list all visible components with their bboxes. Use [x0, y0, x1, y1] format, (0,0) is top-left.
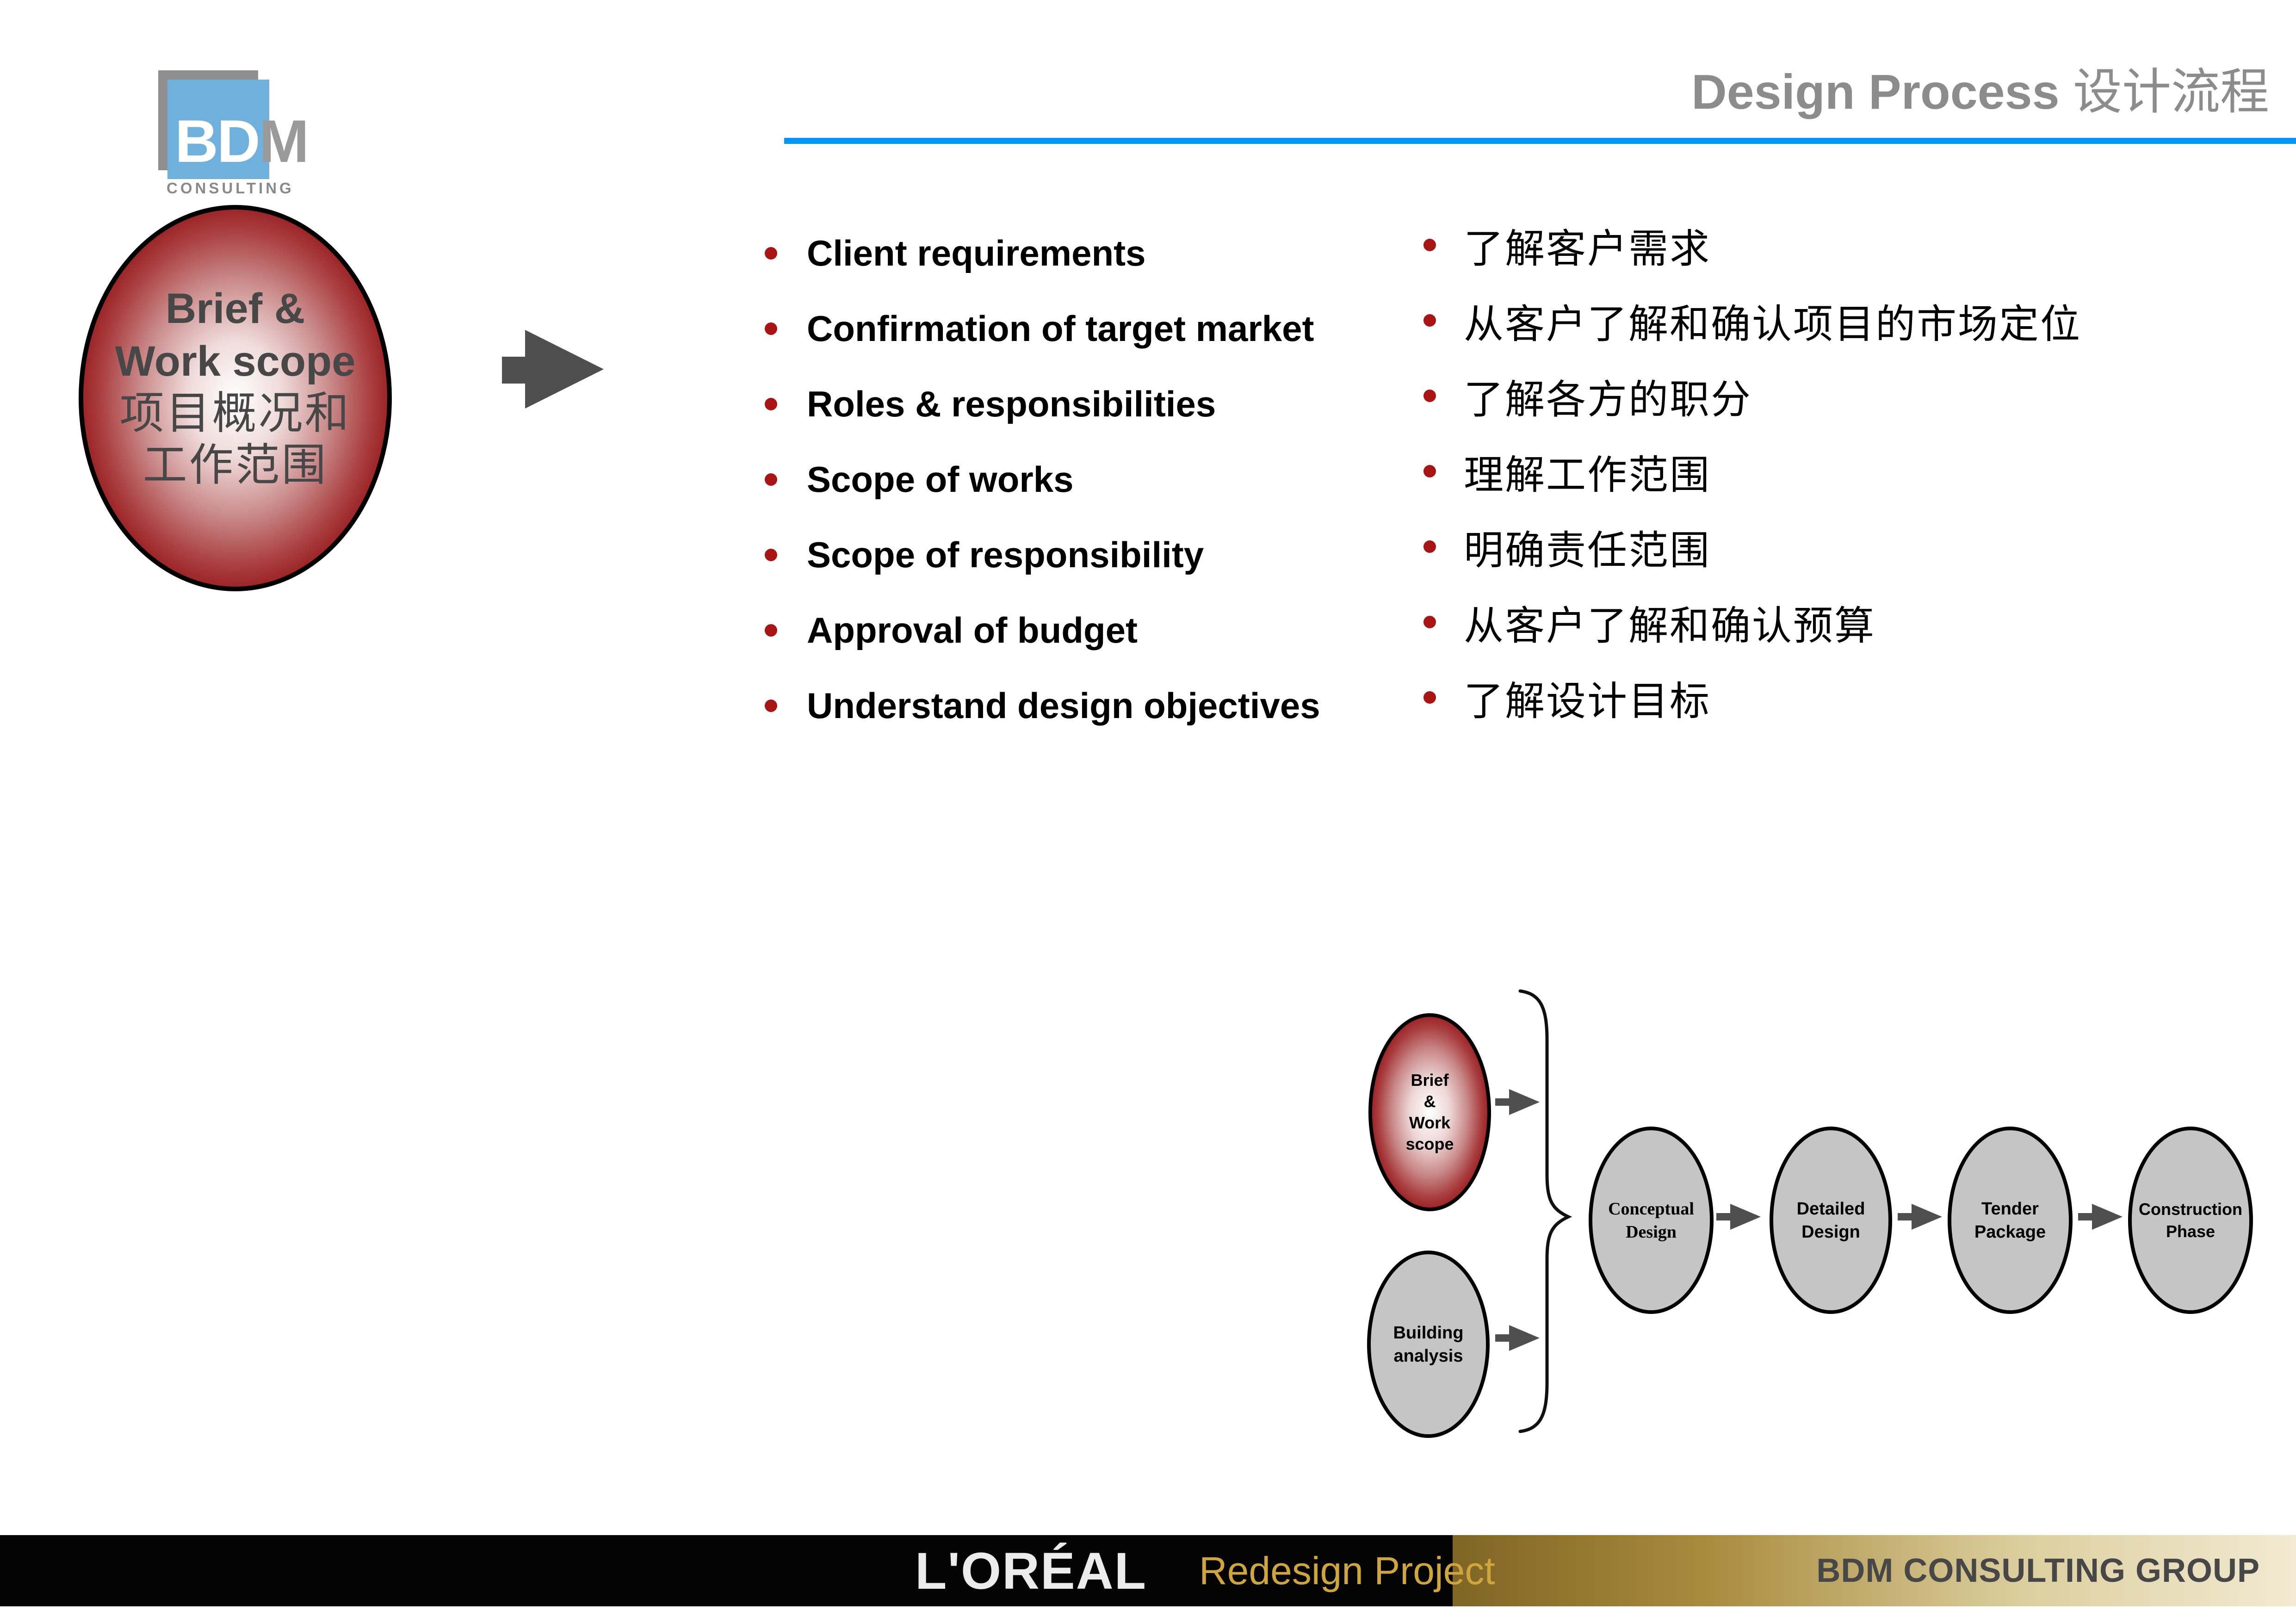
bullet-dot-icon — [1423, 390, 1436, 402]
bullet-dot-icon — [765, 549, 777, 561]
bullet-list-zh: 了解客户需求 从客户了解和确认项目的市场定位 了解各方的职分 理解工作范围 明确… — [1423, 207, 2081, 735]
flow-arrow-icon — [1716, 1204, 1761, 1230]
bullet-item: Roles & responsibilities — [765, 366, 1320, 442]
footer-black-bar — [0, 1535, 1453, 1606]
bullet-text: 了解客户需求 — [1464, 227, 1711, 271]
bullet-dot-icon — [1423, 314, 1436, 327]
bullet-dot-icon — [1423, 616, 1436, 628]
logo-bd-text: BD — [175, 107, 260, 175]
bullet-item: 理解工作范围 — [1423, 434, 2081, 509]
bullet-text: Roles & responsibilities — [807, 384, 1216, 424]
flow-arrow-icon — [2078, 1204, 2123, 1230]
brief-ellipse-line1: Brief & — [165, 285, 305, 332]
flow-arrow-icon — [1495, 1325, 1540, 1351]
bullet-dot-icon — [765, 398, 777, 410]
footer-brand-logo: L'ORÉAL — [915, 1542, 1147, 1600]
curly-brace-icon — [1518, 989, 1572, 1433]
bullet-item: 了解客户需求 — [1423, 207, 2081, 283]
bullet-dot-icon — [1423, 540, 1436, 553]
bullet-text: Understand design objectives — [807, 685, 1320, 726]
bullet-item: 从客户了解和确认项目的市场定位 — [1423, 283, 2081, 358]
bullet-item: 了解各方的职分 — [1423, 358, 2081, 434]
brief-ellipse-line3: 项目概况和 — [119, 388, 351, 438]
bullet-item: Scope of responsibility — [765, 517, 1320, 593]
bullet-item: 明确责任范围 — [1423, 509, 2081, 584]
brief-ellipse-line4: 工作范围 — [142, 440, 328, 490]
footer-company-name: BDM CONSULTING GROUP — [1816, 1552, 2260, 1589]
bullet-dot-icon — [1423, 691, 1436, 704]
bullet-text: Scope of responsibility — [807, 534, 1204, 575]
flow-node-conceptual-design: Conceptual Design — [1589, 1127, 1714, 1314]
flow-arrow-icon — [1898, 1204, 1942, 1230]
bullet-text: 从客户了解和确认预算 — [1464, 604, 1875, 648]
bullet-item: 了解设计目标 — [1423, 660, 2081, 735]
footer-project-label: Redesign Project — [1199, 1549, 1495, 1592]
logo-wordmark: BDM — [175, 111, 309, 171]
page-title-zh: 设计流程 — [2073, 65, 2269, 119]
bullet-text: Scope of works — [807, 459, 1074, 500]
brief-ellipse-line2: Work scope — [115, 337, 356, 385]
brief-workscope-ellipse: Brief & Work scope 项目概况和 工作范围 — [79, 205, 392, 591]
bullet-dot-icon — [765, 247, 777, 260]
bullet-dot-icon — [765, 473, 777, 486]
bullet-item: Approval of budget — [765, 593, 1320, 668]
logo-subtitle: CONSULTING — [167, 180, 294, 197]
bullet-item: Client requirements — [765, 216, 1320, 291]
title-underline — [784, 138, 2296, 144]
bullet-text: 理解工作范围 — [1464, 453, 1711, 497]
bullet-dot-icon — [765, 322, 777, 335]
bullet-text: Client requirements — [807, 233, 1146, 273]
bullet-list-en: Client requirements Confirmation of targ… — [765, 216, 1320, 743]
flow-node-tender-package: Tender Package — [1948, 1127, 2073, 1314]
bullet-text: 了解各方的职分 — [1464, 378, 1752, 422]
bullet-item: 从客户了解和确认预算 — [1423, 584, 2081, 660]
bullet-dot-icon — [1423, 465, 1436, 477]
footer-gold-bar — [1453, 1535, 2296, 1606]
bullet-text: 从客户了解和确认项目的市场定位 — [1464, 302, 2081, 347]
big-right-arrow-icon — [502, 330, 604, 409]
flow-node-construction-phase: Construction Phase — [2128, 1127, 2253, 1314]
bullet-text: Confirmation of target market — [807, 308, 1314, 349]
page-title-en: Design Process — [1691, 65, 2060, 119]
bullet-item: Scope of works — [765, 442, 1320, 517]
flow-node-detailed-design: Detailed Design — [1770, 1127, 1892, 1314]
bullet-text: 明确责任范围 — [1464, 528, 1711, 573]
bullet-text: Approval of budget — [807, 610, 1138, 650]
bullet-dot-icon — [765, 700, 777, 712]
flow-node-brief-workscope: Brief & Work scope — [1368, 1013, 1491, 1211]
logo-blue-square — [167, 80, 269, 179]
logo-m-text: M — [259, 107, 309, 175]
flow-node-building-analysis: Building analysis — [1367, 1251, 1490, 1438]
bullet-dot-icon — [1423, 239, 1436, 251]
flow-arrow-icon — [1495, 1089, 1540, 1115]
bullet-item: Understand design objectives — [765, 668, 1320, 743]
bullet-text: 了解设计目标 — [1464, 679, 1711, 724]
bullet-dot-icon — [765, 624, 777, 637]
page-title: Design Process 设计流程 — [1691, 52, 2269, 123]
bullet-item: Confirmation of target market — [765, 291, 1320, 366]
